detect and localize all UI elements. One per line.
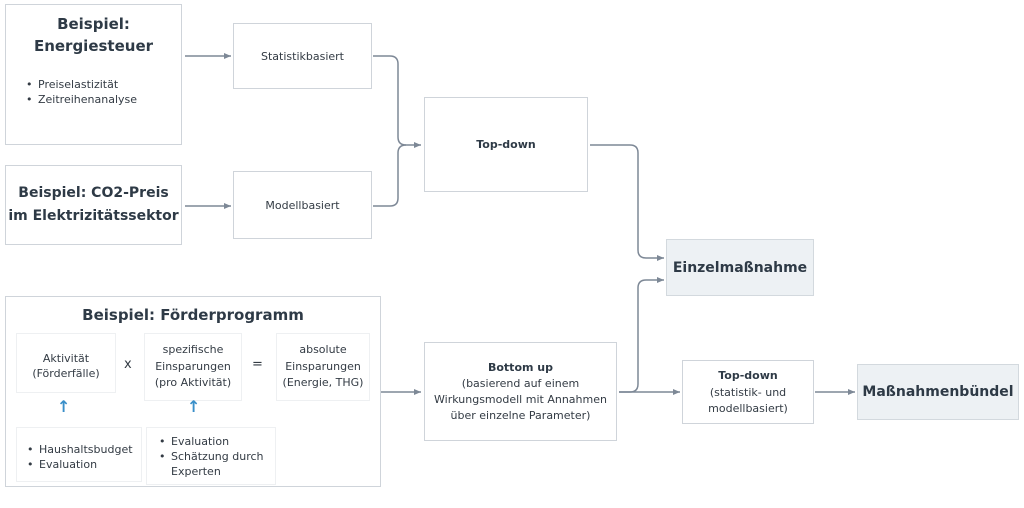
source-item: Evaluation — [157, 434, 275, 449]
source-item: Evaluation — [25, 457, 140, 472]
single-measure-box: Einzelmaßnahme — [666, 239, 814, 296]
arrow-topdown-to-single-measure — [590, 144, 664, 261]
arrow-model-to-topdown — [373, 144, 407, 207]
source-item: Schätzung durch Experten — [157, 449, 275, 479]
activity-line2: (Förderfälle) — [32, 367, 100, 380]
specific-line2: Einsparungen — [155, 360, 231, 373]
arrow-bottomup-to-single-measure — [619, 277, 664, 393]
bottom-up-title: Bottom up — [487, 361, 553, 374]
funding-program-example: Beispiel: Förderprogramm Aktivität (Förd… — [5, 296, 381, 487]
absolute-line1: absolute — [299, 343, 347, 356]
times-operator: x — [124, 357, 132, 372]
bottom-up-box: Bottom up (basierend auf einem Wirkungsm… — [424, 342, 617, 441]
specific-savings-sources: Evaluation Schätzung durch Experten — [146, 427, 276, 485]
funding-program-title: Beispiel: Förderprogramm — [82, 306, 304, 324]
measure-bundle-box: Maßnahmenbündel — [857, 364, 1019, 420]
bottom-up-line1: (basierend auf einem — [461, 377, 580, 390]
arrow-statistics-to-topdown — [373, 55, 421, 148]
model-based-box: Modellbasiert — [233, 171, 372, 239]
method-item: Preiselastizität — [24, 77, 149, 92]
specific-line3: (pro Aktivität) — [154, 376, 232, 389]
absolute-line3: (Energie, THG) — [282, 376, 364, 389]
absolute-savings-cell: absolute Einsparungen (Energie, THG) — [276, 333, 370, 401]
activity-line1: Aktivität — [42, 352, 90, 365]
topdown-box: Top-down — [424, 97, 588, 192]
activity-cell: Aktivität (Förderfälle) — [16, 333, 116, 393]
absolute-line2: Einsparungen — [285, 360, 361, 373]
statistics-based-box: Statistikbasiert — [233, 23, 372, 89]
up-arrow-icon: ↑ — [187, 397, 201, 416]
co2-title-line2: im Elektrizitätssektor — [8, 208, 179, 224]
specific-savings-cell: spezifische Einsparungen (pro Aktivität) — [144, 333, 242, 401]
topdown-combined-box: Top-down (statistik- und modellbasiert) — [682, 360, 814, 424]
activity-sources: Haushaltsbudget Evaluation — [16, 427, 142, 482]
specific-line1: spezifische — [162, 343, 224, 356]
topdown-combined-line2: modellbasiert) — [708, 402, 788, 415]
energy-tax-methods: Preiselastizität Zeitreihenanalyse — [24, 77, 149, 107]
topdown-combined-line1: (statistik- und — [709, 386, 787, 399]
energy-tax-example: Beispiel: Energiesteuer Preiselastizität… — [5, 4, 182, 145]
source-item: Haushaltsbudget — [25, 442, 140, 457]
up-arrow-icon: ↑ — [57, 397, 71, 416]
topdown-combined-title: Top-down — [718, 369, 778, 382]
bottom-up-line2: Wirkungsmodell mit Annahmen — [434, 393, 607, 406]
co2-price-example: Beispiel: CO2-Preis im Elektrizitätssekt… — [5, 165, 182, 245]
energy-tax-title-line1: Beispiel: — [57, 15, 130, 33]
equals-operator: = — [252, 357, 263, 372]
energy-tax-title-line2: Energiesteuer — [33, 37, 154, 55]
bottom-up-line3: über einzelne Parameter) — [450, 409, 591, 422]
method-item: Zeitreihenanalyse — [24, 92, 149, 107]
co2-title-line1: Beispiel: CO2-Preis — [18, 185, 169, 201]
